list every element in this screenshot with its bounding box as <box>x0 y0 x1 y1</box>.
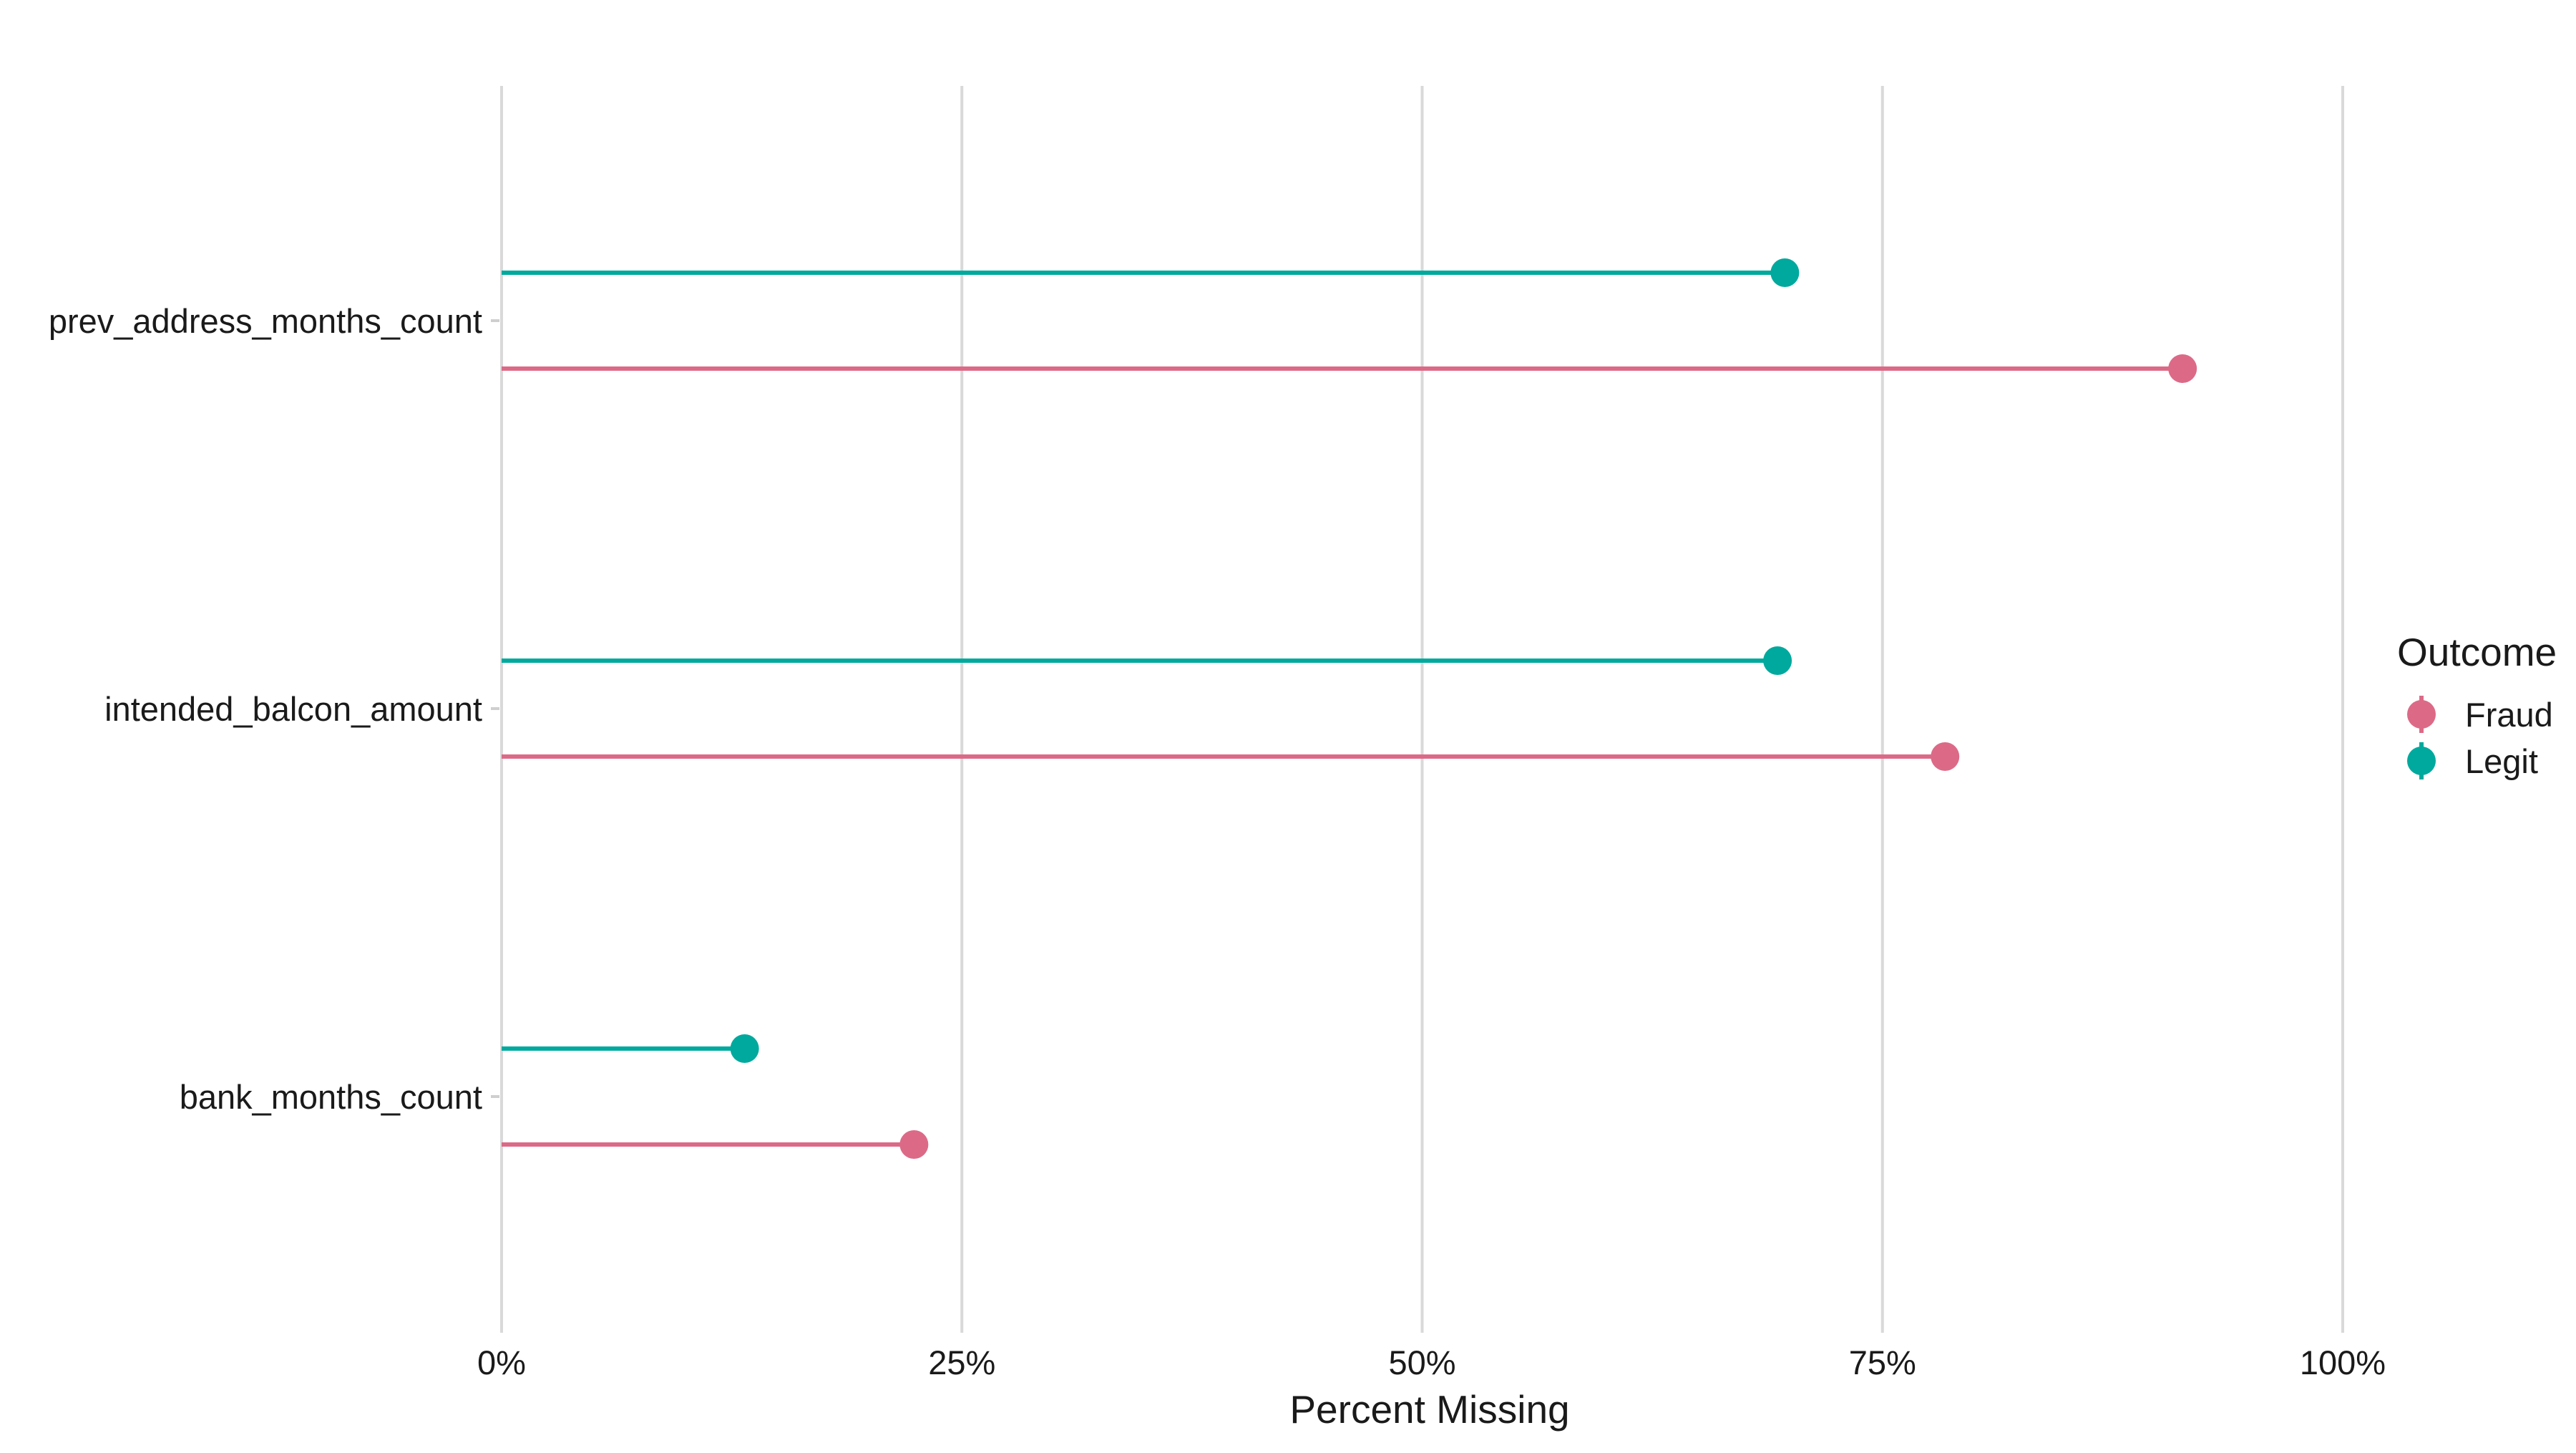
legend-label: Fraud <box>2465 696 2553 734</box>
x-tick-label: 75% <box>1849 1343 1916 1381</box>
x-axis-title: Percent Missing <box>1289 1387 1569 1432</box>
x-tick-label: 0% <box>477 1343 526 1381</box>
lollipop-point <box>2168 354 2197 383</box>
lollipop-point <box>730 1034 759 1063</box>
x-tick-label: 25% <box>928 1343 995 1381</box>
lollipop-point <box>1931 742 1960 771</box>
legend-title: Outcome <box>2397 630 2557 674</box>
y-tick-label: prev_address_months_count <box>49 302 482 340</box>
lollipop-point <box>1770 258 1800 287</box>
legend-label: Legit <box>2465 742 2538 780</box>
mark-layer <box>502 258 2197 1159</box>
x-tick-label: 100% <box>2300 1343 2386 1381</box>
lollipop-point <box>1763 646 1792 675</box>
lollipop-point <box>899 1130 929 1159</box>
x-tick-label: 50% <box>1388 1343 1455 1381</box>
legend-key-dot <box>2407 747 2436 775</box>
y-tick-label: intended_balcon_amount <box>104 690 482 728</box>
grid-layer <box>500 86 2344 1333</box>
axis-layer: 0% 25% 50% 75% 100% prev_address_months_count… <box>49 302 2386 1381</box>
legend-key-dot <box>2407 700 2436 729</box>
y-tick-label: bank_months_count <box>180 1078 482 1116</box>
